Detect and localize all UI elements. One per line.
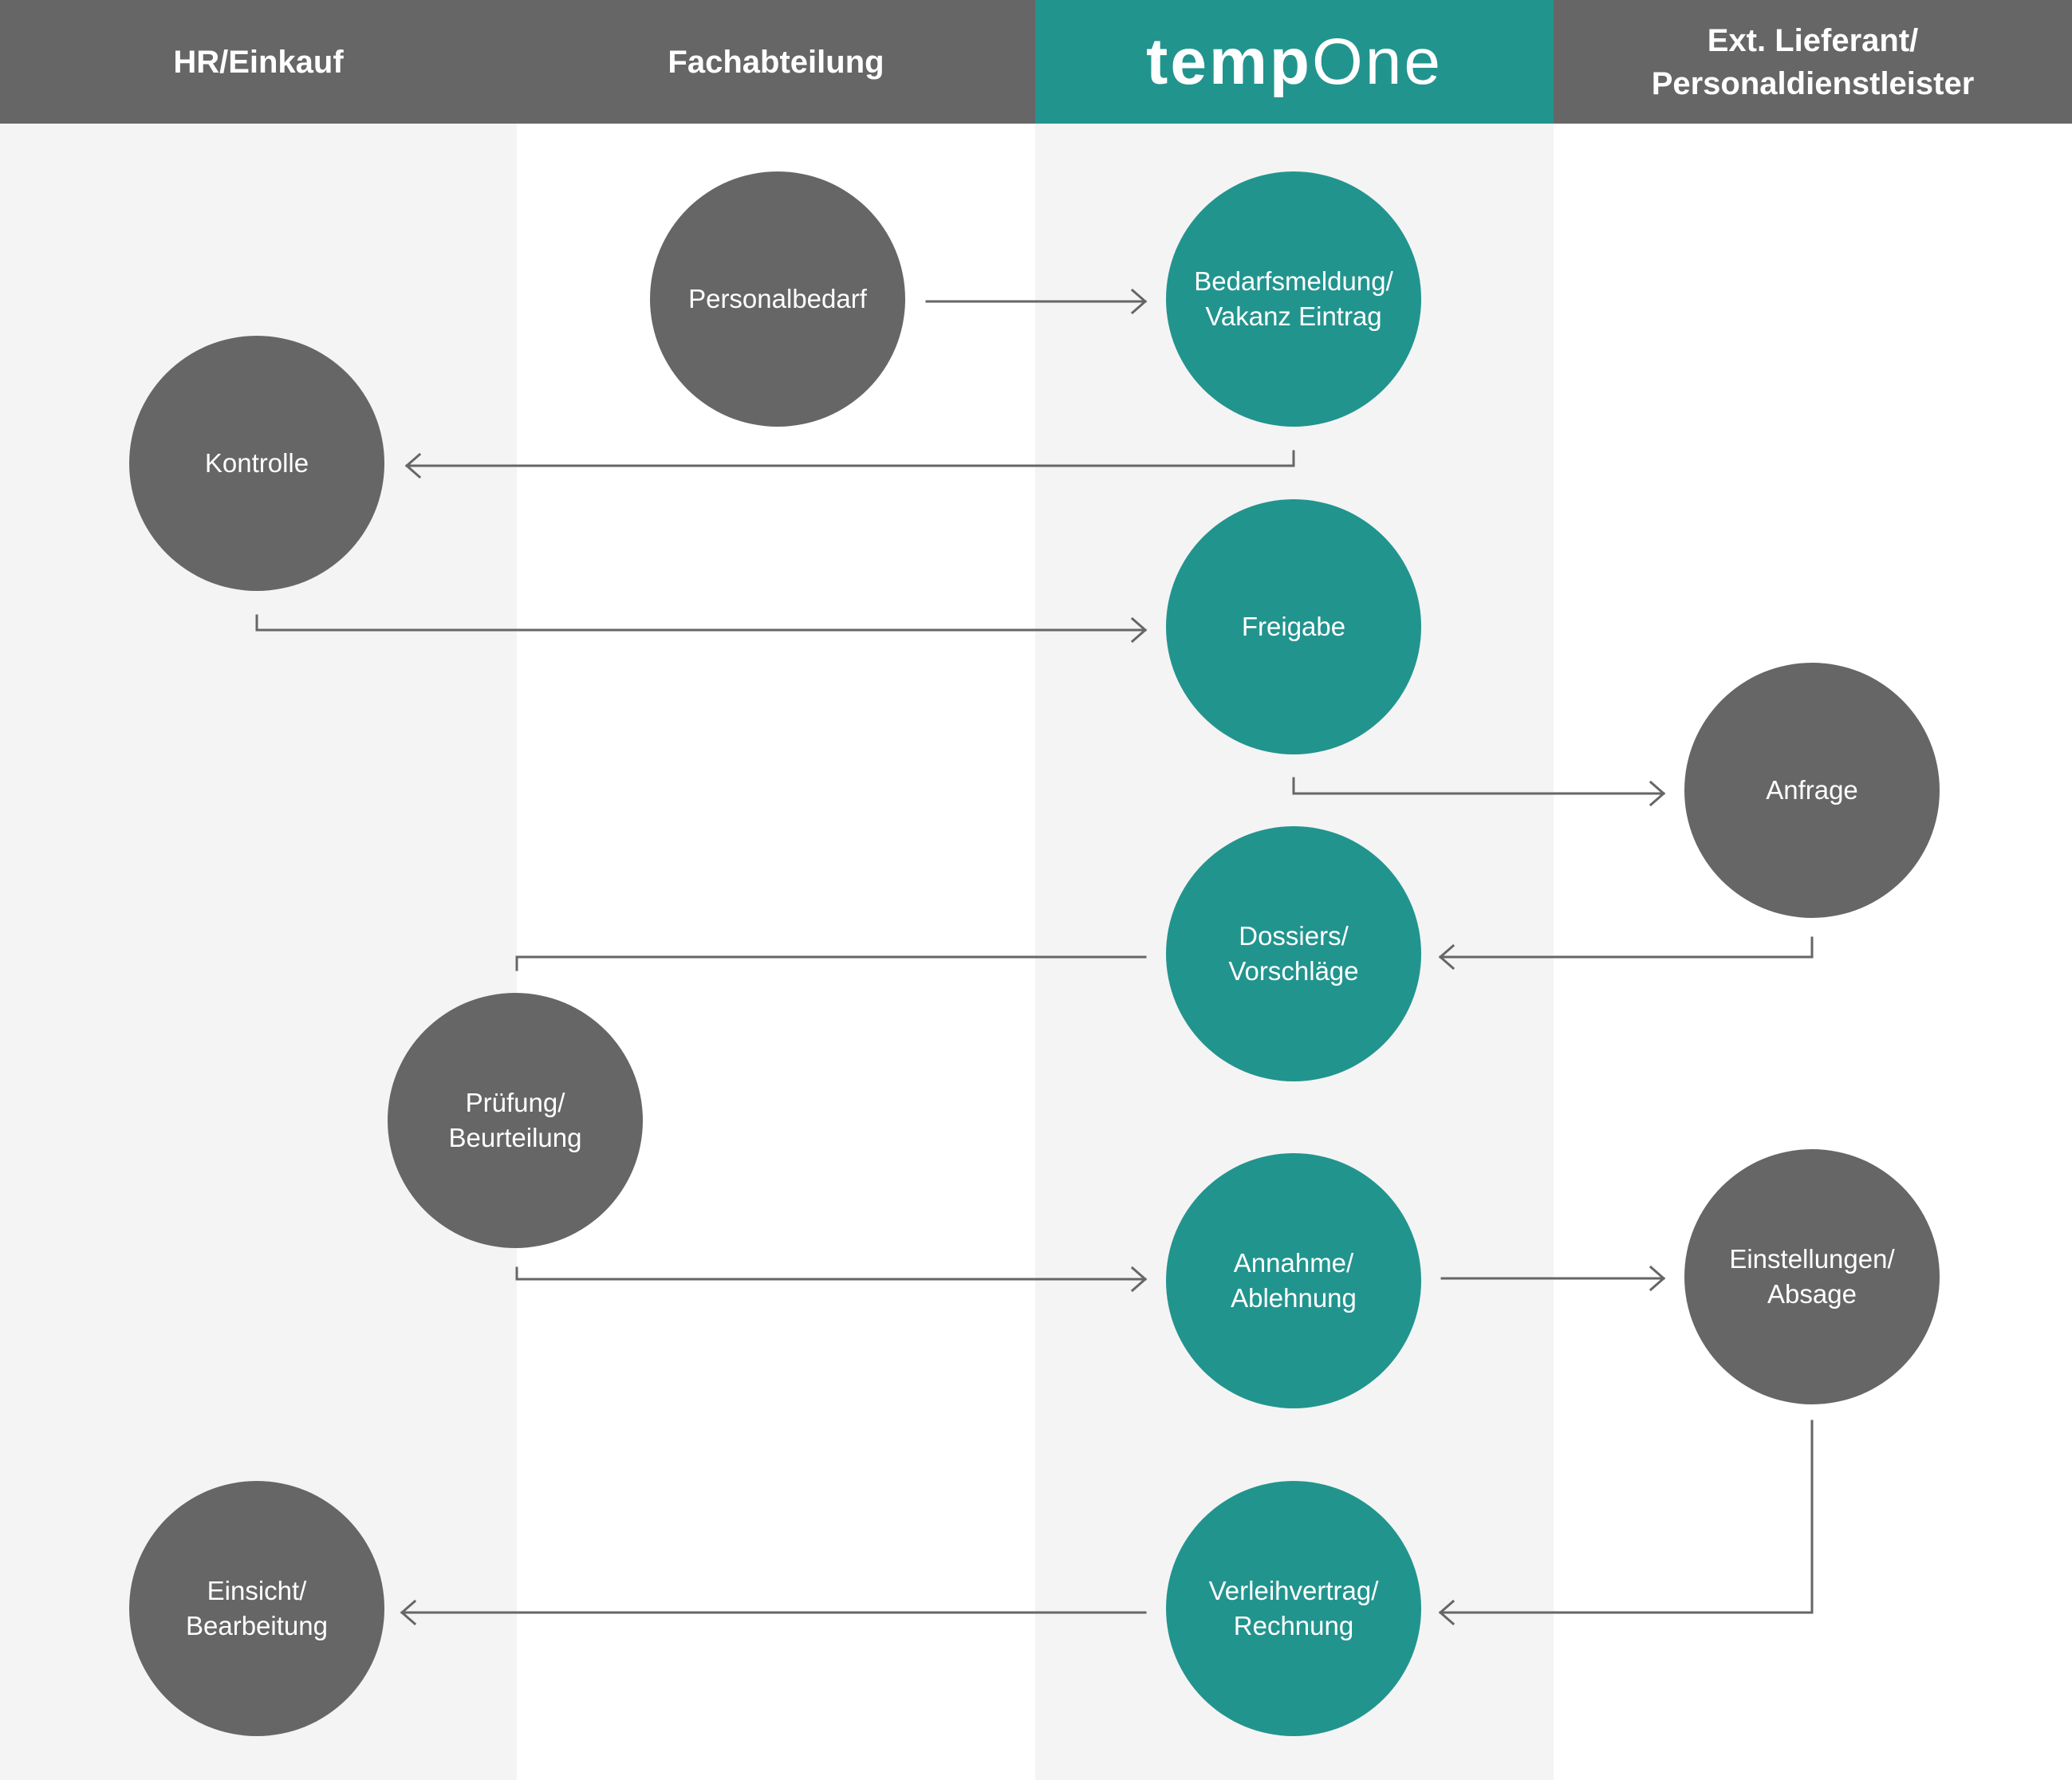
node-einstellungen: Einstellungen/ Absage <box>1684 1149 1940 1404</box>
node-personalbedarf: Personalbedarf <box>650 171 905 427</box>
arrow-verleihvertrag-einsicht <box>400 1599 1147 1626</box>
arrow-freigabe-anfrage <box>1292 777 1666 807</box>
lane-header-tempone: tempOne <box>1035 0 1554 124</box>
node-kontrolle: Kontrolle <box>129 336 384 591</box>
node-pruefung: Prüfung/ Beurteilung <box>388 993 643 1248</box>
arrow-annahme-einstellungen <box>1440 1265 1666 1292</box>
lane-header-hr-einkauf: HR/Einkauf <box>0 0 517 124</box>
arrow-dossiers-pruefung <box>515 955 1147 971</box>
arrow-bedarfsmeldung-kontrolle <box>404 450 1295 479</box>
tempone-logo: tempOne <box>1146 25 1443 98</box>
arrow-personalbedarf-bedarfsmeldung <box>925 288 1148 315</box>
arrow-einstellungen-verleihvertrag <box>1438 1420 1814 1626</box>
arrow-anfrage-dossiers <box>1438 936 1814 971</box>
lane-header-lieferant: Ext. Lieferant/ Personaldienstleister <box>1554 0 2072 124</box>
node-einsicht: Einsicht/ Bearbeitung <box>129 1481 384 1736</box>
node-annahme: Annahme/ Ablehnung <box>1166 1153 1421 1408</box>
node-anfrage: Anfrage <box>1684 663 1940 918</box>
arrow-kontrolle-freigabe <box>255 614 1148 644</box>
lane-title: Fachabteilung <box>668 44 884 80</box>
lane-title: HR/Einkauf <box>173 44 344 80</box>
node-verleihvertrag: Verleihvertrag/ Rechnung <box>1166 1481 1421 1736</box>
node-freigabe: Freigabe <box>1166 499 1421 754</box>
node-bedarfsmeldung: Bedarfsmeldung/ Vakanz Eintrag <box>1166 171 1421 427</box>
lane-header-fachabteilung: Fachabteilung <box>517 0 1035 124</box>
lane-title: Ext. Lieferant/ Personaldienstleister <box>1651 22 1975 101</box>
node-dossiers: Dossiers/ Vorschläge <box>1166 826 1421 1081</box>
arrow-pruefung-annahme <box>515 1266 1148 1293</box>
